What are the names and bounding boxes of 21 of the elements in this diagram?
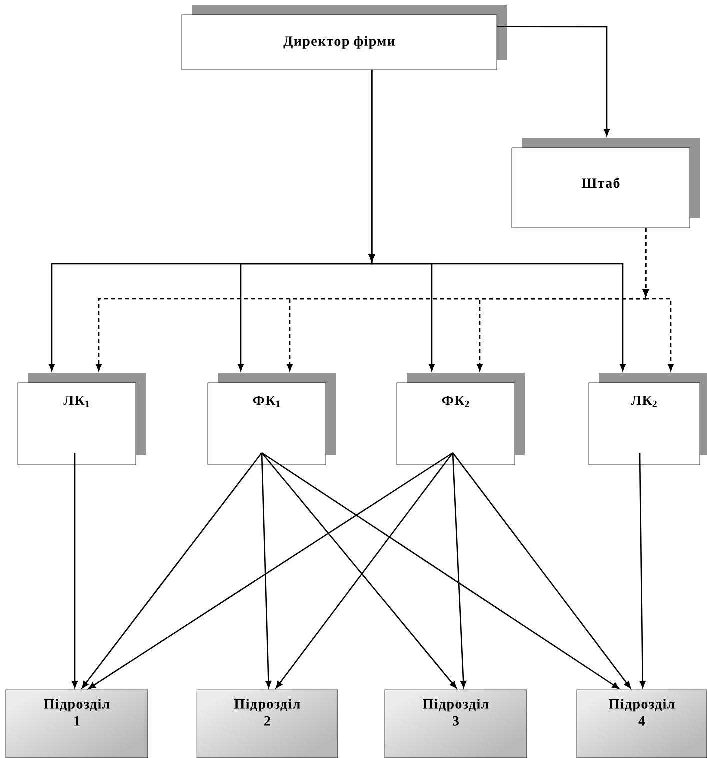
process-box: ЛК$_{2}$ xyxy=(588,373,707,466)
unit-box: Підрозділ 4 xyxy=(576,690,707,758)
arrow xyxy=(643,228,674,372)
arrow xyxy=(452,452,632,689)
arrow xyxy=(497,26,610,136)
unit-box: Підрозділ 3 xyxy=(384,690,528,758)
arrow xyxy=(82,452,263,689)
process-box: Штаб xyxy=(512,138,700,228)
process-box: ФК$_{1}$ xyxy=(208,373,336,466)
arrow xyxy=(72,453,78,688)
arrow xyxy=(262,452,620,690)
unit-box: Підрозділ 1 xyxy=(6,690,148,758)
arrow xyxy=(88,452,454,690)
arrow xyxy=(369,70,626,372)
arrow xyxy=(261,452,272,688)
unit-box: Підрозділ 2 xyxy=(196,690,338,758)
arrow xyxy=(452,452,467,688)
arrow xyxy=(639,452,646,688)
process-box: ФК$_{2}$ xyxy=(396,373,525,466)
process-box: Директор фірми xyxy=(182,5,507,70)
process-box: ЛК$_{1}$ xyxy=(18,373,146,466)
